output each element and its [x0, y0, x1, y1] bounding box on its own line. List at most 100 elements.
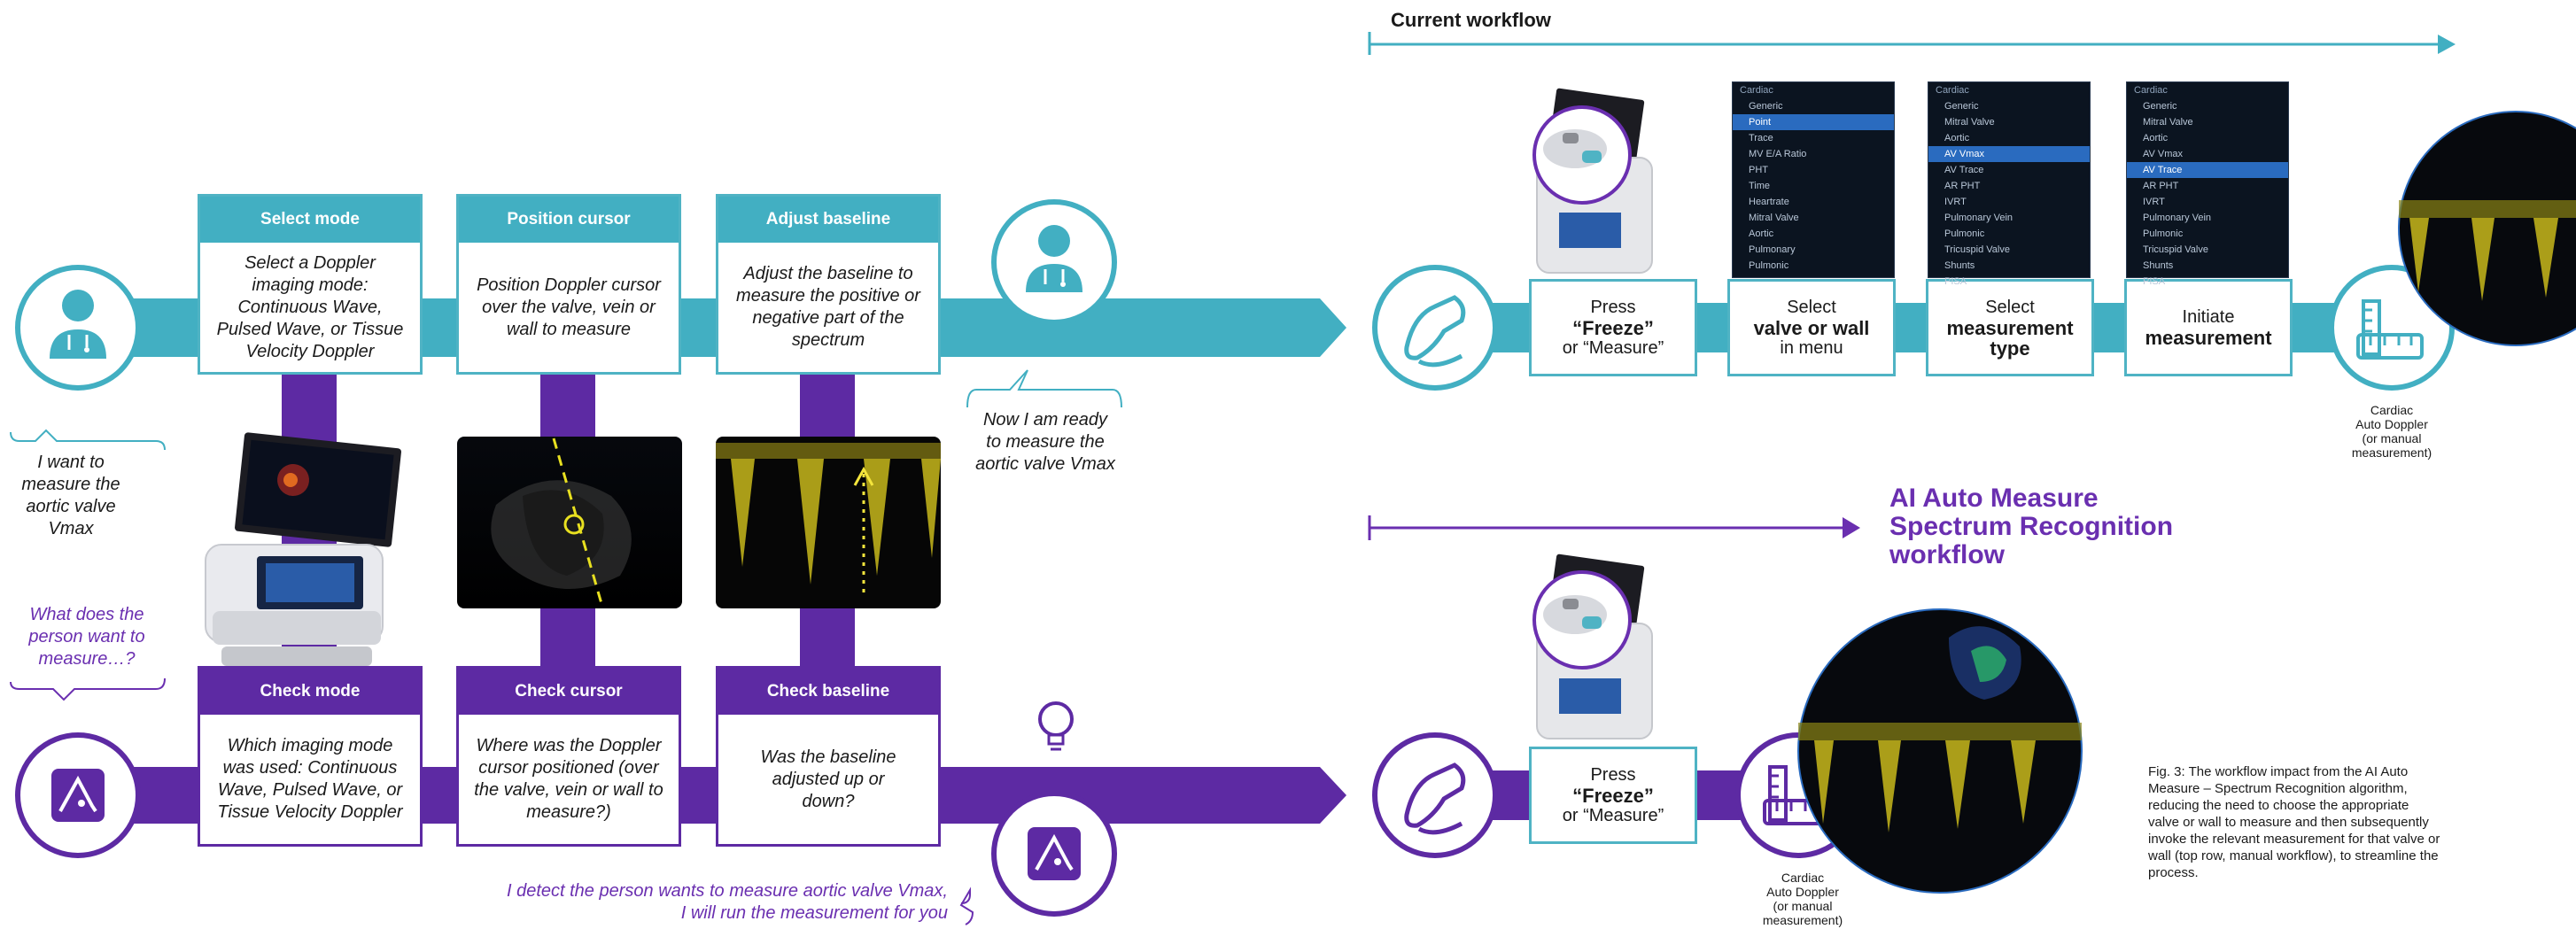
menu-item[interactable]: PISA: [1944, 276, 1967, 287]
step-press-freeze-bottom: Press “Freeze” or “Measure”: [1529, 747, 1697, 844]
menu-item[interactable]: Shunts: [1944, 260, 1975, 271]
bubble-outline-person-ready: [966, 369, 1122, 408]
menu-item[interactable]: Aortic: [1944, 133, 1970, 143]
current-workflow-title: Current workflow: [1391, 9, 1551, 31]
check-cursor-box: Check cursor Where was the Doppler curso…: [456, 666, 681, 847]
check-baseline-box: Check baseline Was the baseline adjusted…: [716, 666, 941, 847]
step-2-line2: in menu: [1780, 337, 1843, 358]
ai-logo-icon-right: [991, 791, 1117, 917]
menu-item[interactable]: AR PHT: [2143, 181, 2179, 191]
ultrasound-machine-top: [1532, 88, 1653, 274]
position-cursor-text: Position Doppler cursor over the valve, …: [477, 275, 661, 339]
step-3-line2: type: [1990, 337, 2030, 360]
step-select-valve: Select valve or wall in menu: [1727, 279, 1896, 376]
figure-caption: Fig. 3: The workflow impact from the AI …: [2148, 764, 2440, 880]
menu-item[interactable]: Pulmonic: [1749, 260, 1789, 271]
ultrasound-image-baseline: [716, 437, 941, 608]
bubble-outline-ai-question: [10, 677, 166, 701]
menu-item[interactable]: AV Trace: [1944, 165, 1984, 175]
menu-item[interactable]: Tricuspid Valve: [1944, 244, 2010, 255]
bubble-outline-person-want: [10, 429, 166, 451]
step-4-line1: measurement: [2145, 327, 2272, 349]
menu-item[interactable]: Generic: [1749, 101, 1783, 112]
check-cursor-text: Where was the Doppler cursor positioned …: [474, 736, 663, 822]
menu-item[interactable]: AV Vmax: [2143, 149, 2184, 159]
menu-item[interactable]: Mitral Valve: [1749, 213, 1799, 223]
person-icon-left: [15, 265, 141, 391]
menu-item[interactable]: AV Trace: [2127, 162, 2288, 178]
menu-item[interactable]: Pulmonary Vein: [2143, 213, 2212, 223]
menu-item[interactable]: Point: [1733, 114, 1894, 130]
check-mode-title: Check mode: [200, 669, 420, 715]
step-initiate: Initiate measurement: [2124, 279, 2293, 376]
ultrasound-machine-bottom: [1532, 554, 1653, 739]
ultrasound-image-cursor: [457, 437, 682, 608]
menu-item[interactable]: Pulmonary: [1749, 244, 1796, 255]
ai-workflow-title: AI Auto Measure Spectrum Recognition wor…: [1889, 484, 2174, 569]
step-1-pre: Press: [1590, 297, 1636, 317]
step-2-pre: Select: [1787, 297, 1836, 317]
check-baseline-title: Check baseline: [718, 669, 938, 715]
check-mode-text: Which imaging mode was used: Continuous …: [217, 736, 403, 822]
ai-step-line1: “Freeze”: [1572, 784, 1654, 807]
step-1-line2: or “Measure”: [1562, 337, 1664, 358]
ai-logo-icon-left: [15, 732, 141, 858]
step-3-pre: Select: [1985, 297, 2035, 317]
ai-step-pre: Press: [1590, 764, 1636, 785]
menu-item[interactable]: Aortic: [1749, 228, 1774, 239]
menu-item[interactable]: Heartrate: [1749, 197, 1789, 207]
result-caption-bottom: Cardiac Auto Doppler (or manual measurem…: [1762, 871, 1843, 927]
menu-item[interactable]: IVRT: [1944, 197, 1967, 207]
menu-item[interactable]: AR PHT: [1944, 181, 1981, 191]
menu-item[interactable]: Mitral Valve: [1944, 117, 1995, 128]
person-ready-text: Now I am ready to measure the aortic val…: [975, 410, 1115, 474]
adjust-baseline-title: Adjust baseline: [718, 197, 938, 243]
menu-item[interactable]: Generic: [1944, 101, 1979, 112]
menu-item[interactable]: Pulmonic: [1944, 228, 1985, 239]
menu-item[interactable]: IVRT: [2143, 197, 2165, 207]
ai-question-text: What does the person want to measure…?: [28, 605, 145, 669]
menu-item[interactable]: Generic: [2143, 101, 2177, 112]
select-mode-text: Select a Doppler imaging mode: Continuou…: [216, 252, 404, 361]
menu-item[interactable]: MV E/A Ratio: [1749, 149, 1807, 159]
menu-item[interactable]: Mitral Valve: [2143, 117, 2193, 128]
ai-step-line2: or “Measure”: [1562, 805, 1664, 825]
position-cursor-title: Position cursor: [459, 197, 679, 243]
step-3-line1: measurement: [1946, 316, 2074, 339]
menu-item[interactable]: Pulmonary Vein: [1944, 213, 2013, 223]
check-baseline-text: Was the baseline adjusted up or down?: [760, 747, 896, 811]
check-mode-box: Check mode Which imaging mode was used: …: [198, 666, 423, 847]
select-mode-title: Select mode: [200, 197, 420, 243]
person-icon-right: [991, 199, 1117, 325]
select-mode-box: Select mode Select a Doppler imaging mod…: [198, 194, 423, 375]
step-press-freeze-top: Press “Freeze” or “Measure”: [1529, 279, 1697, 376]
menu-item[interactable]: PHT: [1749, 165, 1768, 175]
result-ultrasound-top: [2398, 111, 2576, 346]
result-ultrasound-bottom: [1797, 608, 2083, 894]
menu-item[interactable]: Shunts: [2143, 260, 2174, 271]
menu-item[interactable]: PISA: [2143, 276, 2166, 287]
result-caption-top: Cardiac Auto Doppler (or manual measurem…: [2351, 403, 2432, 460]
menu-item[interactable]: Aortic: [2143, 133, 2169, 143]
menu-item[interactable]: Trace: [1749, 133, 1773, 143]
menu-item[interactable]: AV Vmax: [1928, 146, 2090, 162]
step-1-line1: “Freeze”: [1572, 316, 1654, 339]
adjust-baseline-text: Adjust the baseline to measure the posit…: [736, 264, 920, 350]
step-select-type: Select measurement type: [1926, 279, 2094, 376]
lightbulb-icon: [1038, 701, 1074, 751]
menu-header: Cardiac: [2134, 85, 2168, 96]
menu-item[interactable]: Tricuspid Valve: [2143, 244, 2208, 255]
ai-detect-text: I detect the person wants to measure aor…: [506, 881, 948, 923]
probe-icon-top: [1372, 265, 1498, 391]
menu-item[interactable]: Time: [1749, 181, 1771, 191]
probe-icon-bottom: [1372, 732, 1498, 858]
menu-header: Cardiac: [1740, 85, 1773, 96]
position-cursor-box: Position cursor Position Doppler cursor …: [456, 194, 681, 375]
menu-item[interactable]: Pulmonic: [2143, 228, 2184, 239]
step-4-pre: Initiate: [2182, 307, 2235, 327]
step-2-line1: valve or wall: [1753, 316, 1870, 339]
